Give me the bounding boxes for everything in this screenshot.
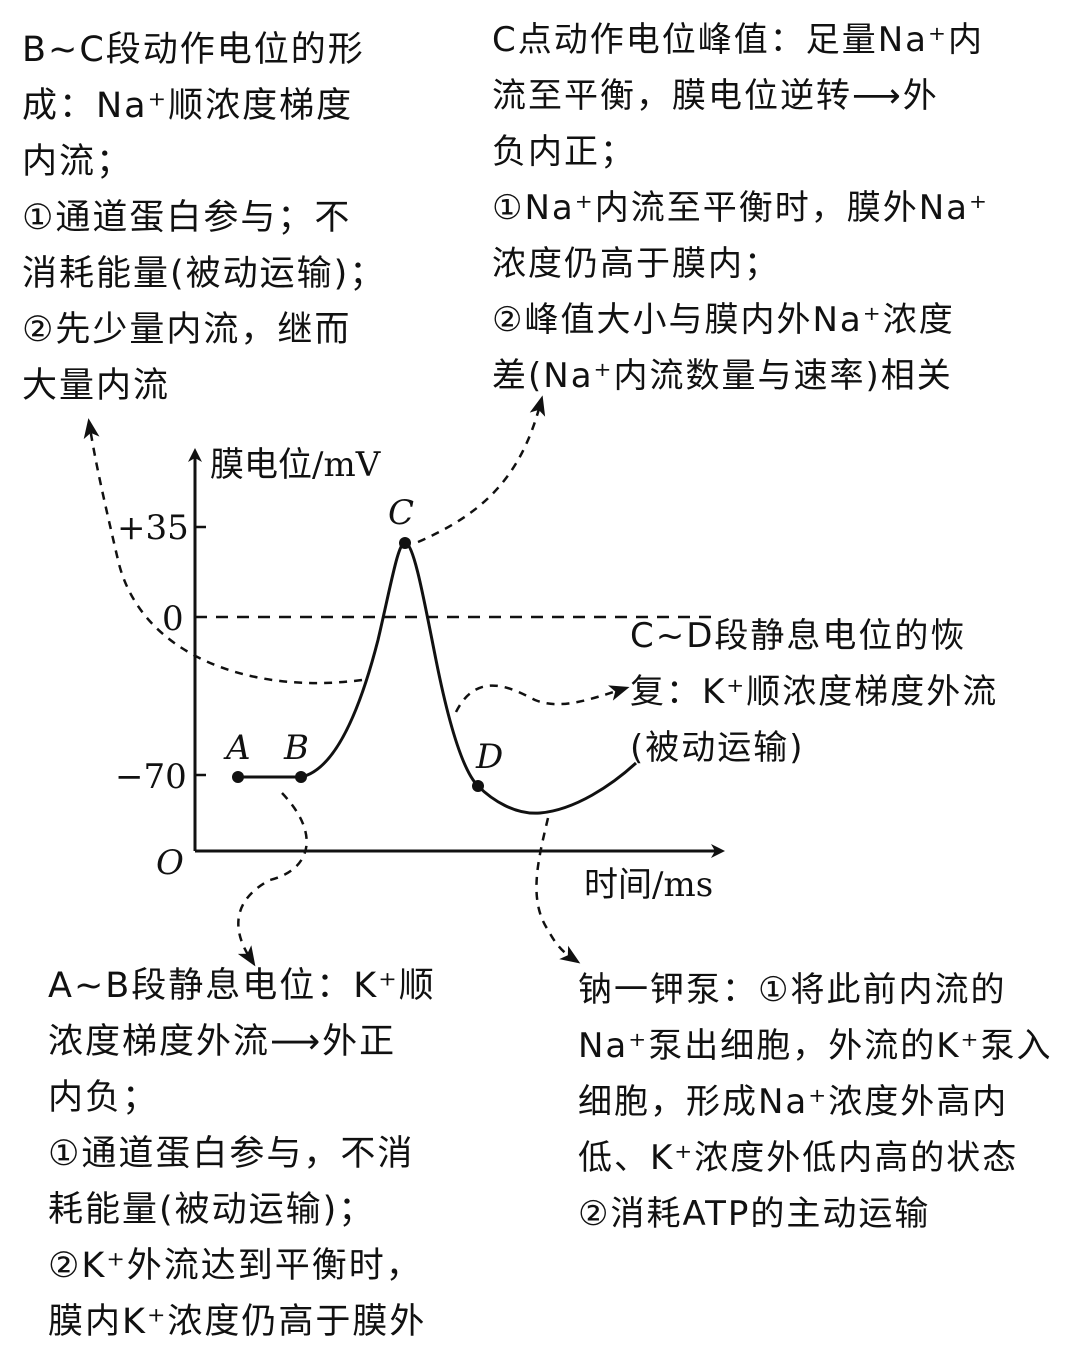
y-tick-label-0: 0 bbox=[162, 599, 184, 639]
note-line: 低、K⁺浓度外低内高的状态 bbox=[578, 1138, 1019, 1178]
arrow-curve-to-bc-note bbox=[83, 418, 363, 685]
note-bc-action-potential-formation: B~C段动作电位的形 成：Na⁺顺浓度梯度 内流； ①通道蛋白参与；不 消耗能量… bbox=[22, 22, 386, 414]
note-line: C~D段静息电位的恢 bbox=[630, 616, 967, 656]
note-line: 差(Na⁺内流数量与速率)相关 bbox=[492, 356, 953, 396]
note-line: ②消耗ATP的主动运输 bbox=[578, 1194, 931, 1234]
y-axis-label: 膜电位/mV bbox=[210, 445, 382, 485]
point-label-a: A bbox=[223, 728, 251, 768]
y-tick-label-35: +35 bbox=[117, 508, 189, 548]
note-line: 钠一钾泵：①将此前内流的 bbox=[578, 970, 1007, 1010]
point-b bbox=[295, 771, 307, 783]
note-line: Na⁺泵出细胞，外流的K⁺泵入 bbox=[578, 1026, 1053, 1066]
arrow-peak-to-c-note bbox=[417, 395, 546, 544]
point-label-b: B bbox=[283, 728, 309, 768]
note-line: B~C段动作电位的形 bbox=[22, 30, 365, 70]
note-cd-resting-recovery: C~D段静息电位的恢 复：K⁺顺浓度梯度外流 (被动运输) bbox=[630, 608, 998, 776]
note-sodium-potassium-pump: 钠一钾泵：①将此前内流的 Na⁺泵出细胞，外流的K⁺泵入 细胞，形成Na⁺浓度外… bbox=[578, 962, 1052, 1242]
note-line: 浓度梯度外流⟶外正 bbox=[48, 1022, 397, 1062]
y-tick-label-neg70: −70 bbox=[115, 757, 187, 797]
note-c-peak: C点动作电位峰值：足量Na⁺内 流至平衡，膜电位逆转⟶外 负内正； ①Na⁺内流… bbox=[492, 12, 989, 404]
note-line: 细胞，形成Na⁺浓度外高内 bbox=[578, 1082, 1009, 1122]
note-line: 耗能量(被动运输)； bbox=[48, 1190, 376, 1230]
note-line: 负内正； bbox=[492, 132, 636, 172]
arrow-to-pump-note bbox=[535, 817, 581, 964]
note-line: ①通道蛋白参与；不 bbox=[22, 198, 352, 238]
note-ab-resting-potential: A~B段静息电位：K⁺顺 浓度梯度外流⟶外正 内负； ①通道蛋白参与，不消 耗能… bbox=[48, 958, 436, 1350]
point-label-d: D bbox=[475, 737, 503, 777]
note-line: A~B段静息电位：K⁺顺 bbox=[48, 966, 436, 1006]
note-line: ①Na⁺内流至平衡时，膜外Na⁺ bbox=[492, 188, 989, 228]
note-line: ②峰值大小与膜内外Na⁺浓度 bbox=[492, 300, 955, 340]
note-line: 内负； bbox=[48, 1078, 160, 1118]
note-line: 大量内流 bbox=[22, 366, 171, 406]
point-a bbox=[232, 771, 244, 783]
point-label-c: C bbox=[388, 493, 414, 533]
x-axis-label: 时间/ms bbox=[584, 865, 713, 905]
note-line: 内流； bbox=[22, 142, 134, 182]
point-c bbox=[399, 537, 411, 549]
note-line: ①通道蛋白参与，不消 bbox=[48, 1134, 415, 1174]
origin-label: O bbox=[156, 843, 184, 883]
note-line: ②先少量内流，继而 bbox=[22, 310, 352, 350]
note-line: ②K⁺外流达到平衡时， bbox=[48, 1246, 423, 1286]
action-potential-curve bbox=[238, 541, 638, 815]
note-line: (被动运输) bbox=[630, 728, 805, 768]
note-line: 成：Na⁺顺浓度梯度 bbox=[22, 86, 354, 126]
note-line: 浓度仍高于膜内； bbox=[492, 244, 780, 284]
note-line: C点动作电位峰值：足量Na⁺内 bbox=[492, 20, 984, 60]
arrow-to-cd-note bbox=[454, 684, 630, 713]
arrow-to-ab-note bbox=[237, 792, 308, 967]
note-line: 消耗能量(被动运输)； bbox=[22, 254, 387, 294]
note-line: 膜内K⁺浓度仍高于膜外 bbox=[48, 1302, 427, 1342]
note-line: 流至平衡，膜电位逆转⟶外 bbox=[492, 76, 939, 116]
point-d bbox=[472, 780, 484, 792]
note-line: 复：K⁺顺浓度梯度外流 bbox=[630, 672, 999, 712]
